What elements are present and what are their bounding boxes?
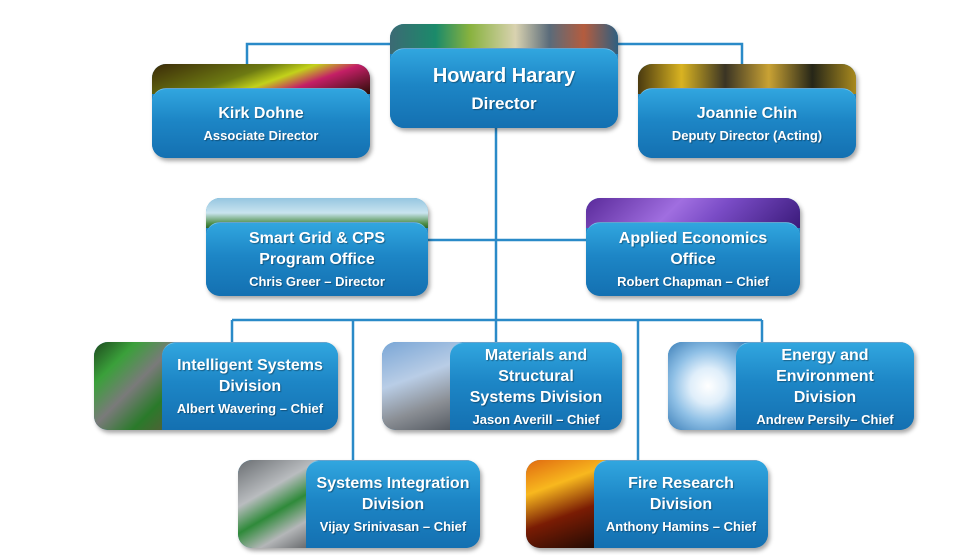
- energy-environment-name-line1: Energy and Environment: [776, 346, 874, 385]
- systems-integration-head: Vijay Srinivasan – Chief: [319, 519, 467, 534]
- fire-research-photo: [526, 460, 606, 548]
- applied-economics-label: Applied Economics Office Robert Chapman …: [586, 222, 800, 296]
- deputy-director-name: Joannie Chin: [696, 104, 798, 122]
- energy-environment-division-box: Energy and Environment Division Andrew P…: [668, 342, 914, 430]
- associate-director-box: Kirk Dohne Associate Director: [152, 64, 370, 158]
- connector-director-associate: [245, 42, 392, 66]
- systems-integration-photo: [238, 460, 318, 548]
- director-label: Howard Harary Director: [390, 48, 618, 128]
- energy-environment-head: Andrew Persily– Chief: [756, 411, 894, 427]
- systems-integration-division-box: Systems Integration Division Vijay Srini…: [238, 460, 480, 548]
- deputy-director-label: Joannie Chin Deputy Director (Acting): [638, 88, 856, 158]
- smart-grid-office-box: Smart Grid & CPS Program Office Chris Gr…: [206, 198, 428, 296]
- smart-grid-name-line2: Program Office: [259, 251, 375, 268]
- intelligent-systems-name-line2: Division: [218, 378, 282, 395]
- intelligent-systems-label: Intelligent Systems Division Albert Wave…: [162, 342, 338, 430]
- director-name: Howard Harary: [432, 64, 576, 87]
- director-title: Director: [471, 93, 537, 113]
- materials-structural-name-line1: Materials and Structural: [484, 346, 588, 385]
- applied-economics-head: Robert Chapman – Chief: [617, 274, 769, 289]
- smart-grid-head: Chris Greer – Director: [249, 274, 385, 289]
- applied-economics-name-line2: Office: [670, 251, 716, 268]
- materials-structural-head: Jason Averill – Chief: [472, 411, 600, 427]
- fire-research-name-line2: Division: [649, 496, 713, 513]
- systems-integration-name-line2: Division: [361, 496, 425, 513]
- systems-integration-name-line1: Systems Integration: [316, 475, 470, 492]
- energy-environment-name-line2: Division: [793, 388, 857, 406]
- intelligent-systems-division-box: Intelligent Systems Division Albert Wave…: [94, 342, 338, 430]
- materials-structural-division-box: Materials and Structural Systems Divisio…: [382, 342, 622, 430]
- applied-economics-name-line1: Applied Economics: [618, 230, 768, 247]
- smart-grid-name-line1: Smart Grid & CPS: [248, 230, 386, 247]
- fire-research-name-line1: Fire Research: [628, 475, 734, 492]
- smart-grid-label: Smart Grid & CPS Program Office Chris Gr…: [206, 222, 428, 296]
- materials-structural-photo: [382, 342, 462, 430]
- associate-director-label: Kirk Dohne Associate Director: [152, 88, 370, 158]
- connector-director-deputy: [618, 42, 744, 66]
- intelligent-systems-head: Albert Wavering – Chief: [176, 401, 324, 416]
- materials-structural-label: Materials and Structural Systems Divisio…: [450, 342, 622, 430]
- energy-environment-photo: [668, 342, 748, 430]
- systems-integration-label: Systems Integration Division Vijay Srini…: [306, 460, 480, 548]
- fire-research-division-box: Fire Research Division Anthony Hamins – …: [526, 460, 768, 548]
- intelligent-systems-photo: [94, 342, 174, 430]
- materials-structural-name-line2: Systems Division: [469, 388, 603, 406]
- energy-environment-label: Energy and Environment Division Andrew P…: [736, 342, 914, 430]
- associate-director-title: Associate Director: [203, 127, 319, 143]
- fire-research-label: Fire Research Division Anthony Hamins – …: [594, 460, 768, 548]
- fire-research-head: Anthony Hamins – Chief: [605, 519, 757, 534]
- deputy-director-box: Joannie Chin Deputy Director (Acting): [638, 64, 856, 158]
- director-box: Howard Harary Director: [390, 24, 618, 128]
- intelligent-systems-name-line1: Intelligent Systems: [177, 357, 323, 374]
- deputy-director-title: Deputy Director (Acting): [671, 127, 823, 143]
- associate-director-name: Kirk Dohne: [218, 104, 304, 122]
- applied-economics-office-box: Applied Economics Office Robert Chapman …: [586, 198, 800, 296]
